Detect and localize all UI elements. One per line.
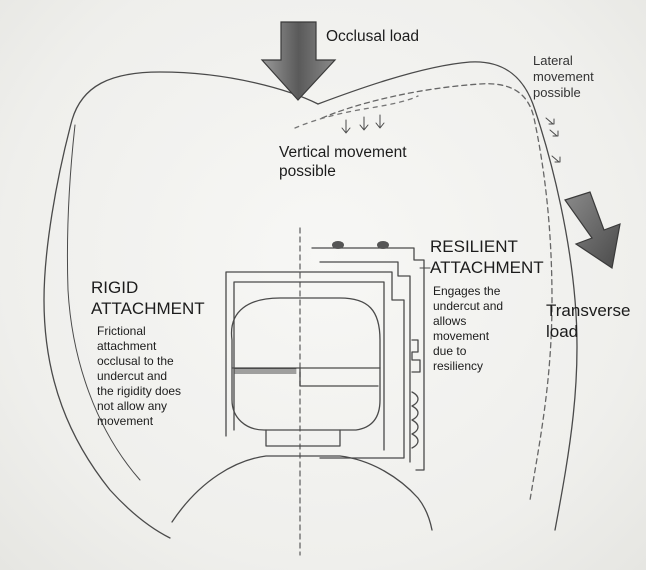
- rigid-description-line: occlusal to the: [97, 354, 181, 369]
- occlusal-load-arrow: [262, 22, 335, 100]
- transverse-load-arrow: [565, 192, 620, 268]
- rigid-description-line: the rigidity does: [97, 384, 181, 399]
- lateral-movement-line: Lateral: [533, 53, 594, 69]
- vertical-movement-line: possible: [279, 162, 407, 181]
- abutment-neck: [266, 430, 340, 446]
- root-outline: [172, 456, 432, 530]
- resilient-inner-wall: [320, 262, 410, 462]
- retention-ball-left: [332, 241, 344, 249]
- vertical-movement-label: Vertical movement possible: [279, 143, 407, 181]
- rigid-description-line: movement: [97, 414, 181, 429]
- lateral-movement-line: possible: [533, 85, 594, 101]
- resilient-attachment-line: RESILIENT: [430, 236, 544, 257]
- rigid-attachment-description: Frictional attachment occlusal to the un…: [97, 324, 181, 429]
- rigid-description-line: not allow any: [97, 399, 181, 414]
- resilient-description-line: due to: [433, 344, 503, 359]
- vertical-movement-curve: [295, 96, 418, 128]
- resilient-description-line: movement: [433, 329, 503, 344]
- resilient-attachment-description: Engages the undercut and allows movement…: [433, 284, 503, 374]
- resilient-attachment-line: ATTACHMENT: [430, 257, 544, 278]
- transverse-load-line: load: [546, 321, 630, 342]
- resilient-housing: [312, 248, 424, 470]
- rigid-description-line: Frictional: [97, 324, 181, 339]
- resilient-description-line: Engages the: [433, 284, 503, 299]
- lateral-movement-line: movement: [533, 69, 594, 85]
- rigid-attachment-title: RIGID ATTACHMENT: [91, 277, 205, 319]
- rigid-frame-inner: [234, 282, 384, 450]
- resilient-attachment-title: RESILIENT ATTACHMENT: [430, 236, 544, 278]
- transverse-load-line: Transverse: [546, 300, 630, 321]
- abutment-slot-shading: [234, 369, 296, 373]
- rigid-attachment-line: RIGID: [91, 277, 205, 298]
- rigid-attachment-line: ATTACHMENT: [91, 298, 205, 319]
- transverse-load-label: Transverse load: [546, 300, 630, 342]
- retention-ball-right: [377, 241, 389, 249]
- resilient-description-line: resiliency: [433, 359, 503, 374]
- resilient-description-line: allows: [433, 314, 503, 329]
- occlusal-load-label: Occlusal load: [326, 27, 419, 46]
- abutment-cap: [232, 298, 380, 430]
- rigid-description-line: undercut and: [97, 369, 181, 384]
- vertical-movement-arrows: [342, 115, 384, 133]
- lateral-movement-label: Lateral movement possible: [533, 53, 594, 101]
- rigid-description-line: attachment: [97, 339, 181, 354]
- resilient-description-line: undercut and: [433, 299, 503, 314]
- vertical-movement-line: Vertical movement: [279, 143, 407, 162]
- resilient-spring: [412, 340, 420, 448]
